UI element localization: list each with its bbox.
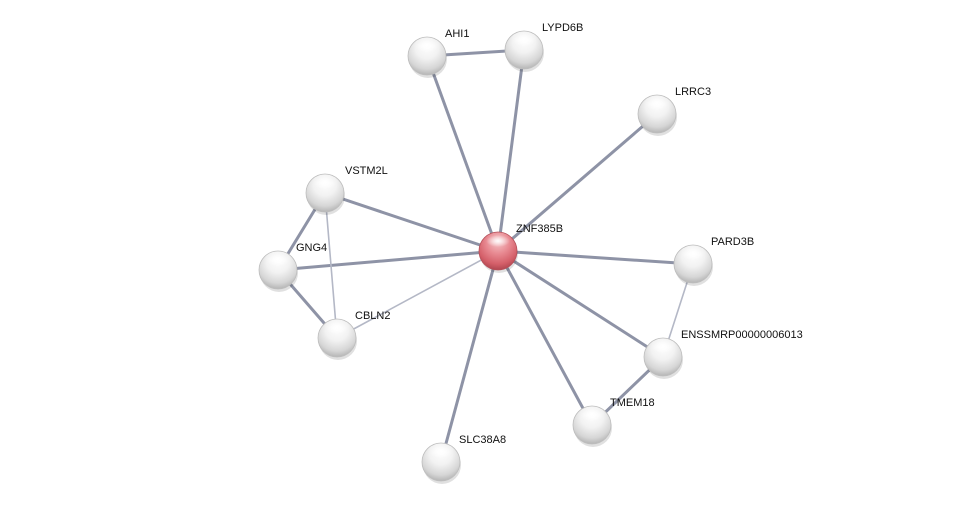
- node-pard3b[interactable]: PARD3B: [673, 236, 754, 286]
- node-label: LYPD6B: [542, 22, 583, 34]
- node-enssmrp00000006013[interactable]: ENSSMRP00000006013: [643, 329, 803, 379]
- node-highlight: [415, 40, 439, 52]
- node-highlight: [512, 34, 536, 46]
- edge-znf385b-slc38a8[interactable]: [439, 249, 500, 464]
- edge-znf385b-gng4[interactable]: [276, 249, 500, 272]
- edge-znf385b-tmem18[interactable]: [496, 249, 594, 427]
- edge-znf385b-lrrc3[interactable]: [496, 112, 659, 253]
- node-label: SLC38A8: [459, 434, 506, 446]
- node-highlight: [266, 254, 290, 266]
- node-highlight: [486, 235, 510, 247]
- node-highlight: [651, 341, 675, 353]
- node-label: ENSSMRP00000006013: [681, 329, 803, 341]
- node-highlight: [580, 409, 604, 421]
- edge-vstm2l-cbln2[interactable]: [324, 192, 338, 339]
- edge-znf385b-ahi1[interactable]: [425, 54, 500, 253]
- node-highlight: [313, 177, 337, 189]
- node-lrrc3[interactable]: LRRC3: [637, 86, 711, 136]
- node-highlight: [681, 248, 705, 260]
- edge-znf385b-vstm2l[interactable]: [323, 191, 500, 253]
- node-label: AHI1: [445, 28, 469, 40]
- node-lypd6b[interactable]: LYPD6B: [504, 22, 583, 72]
- edge-znf385b-pard3b[interactable]: [496, 249, 695, 266]
- node-label: CBLN2: [355, 310, 390, 322]
- node-label: TMEM18: [610, 397, 655, 409]
- node-highlight: [645, 98, 669, 110]
- edge-znf385b-enssmrp00000006013[interactable]: [496, 249, 665, 359]
- node-label: ZNF385B: [516, 223, 563, 235]
- node-label: LRRC3: [675, 86, 711, 98]
- node-highlight: [429, 446, 453, 458]
- edge-znf385b-cbln2[interactable]: [336, 250, 499, 339]
- node-gng4[interactable]: GNG4: [258, 242, 327, 292]
- node-tmem18[interactable]: TMEM18: [572, 397, 655, 447]
- node-znf385b[interactable]: ZNF385B: [478, 223, 563, 273]
- node-ahi1[interactable]: AHI1: [407, 28, 469, 78]
- node-label: GNG4: [296, 242, 327, 254]
- node-label: PARD3B: [711, 236, 754, 248]
- node-highlight: [325, 322, 349, 334]
- node-vstm2l[interactable]: VSTM2L: [305, 165, 388, 215]
- edge-znf385b-lypd6b[interactable]: [496, 48, 526, 253]
- node-label: VSTM2L: [345, 165, 388, 177]
- node-slc38a8[interactable]: SLC38A8: [421, 434, 506, 484]
- node-cbln2[interactable]: CBLN2: [317, 310, 390, 360]
